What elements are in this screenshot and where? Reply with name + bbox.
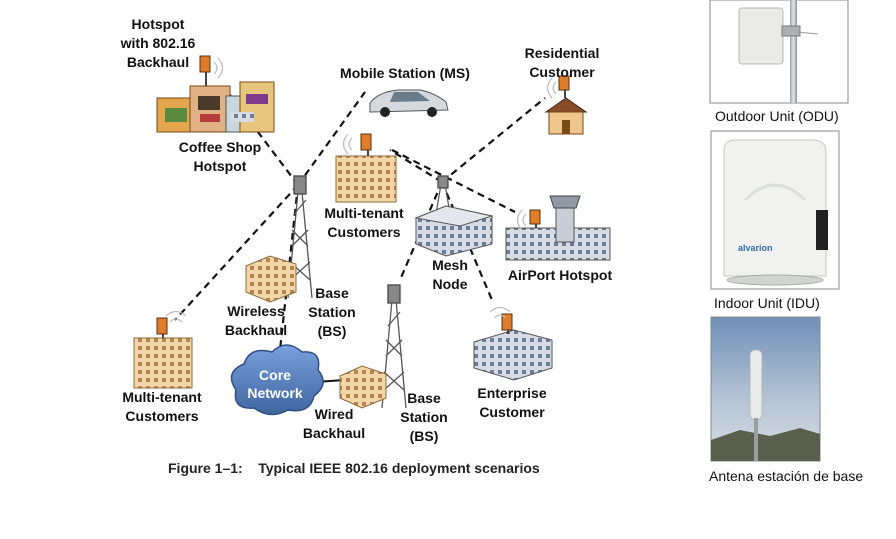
label-core-network: Core Network — [247, 367, 303, 401]
coffee-shop-building — [156, 55, 275, 133]
label-airport-hotspot: AirPort Hotspot — [507, 267, 613, 283]
label-hotspot-backhaul: Hotspot with 802.16 Backhaul — [120, 16, 196, 70]
airport-building — [505, 195, 611, 261]
idu-photo — [710, 130, 840, 290]
label-mesh-node: Mesh Node — [432, 257, 468, 292]
core-network-cloud — [230, 344, 324, 416]
odu-caption: Outdoor Unit (ODU) — [715, 108, 839, 124]
label-coffee-shop: Coffee Shop Hotspot — [178, 139, 262, 174]
idu-brand-logo: alvarion — [738, 243, 773, 253]
radio-waves — [165, 57, 557, 323]
figure-caption: Figure 1–1: Typical IEEE 802.16 deployme… — [168, 460, 540, 476]
label-residential: Residential Customer — [524, 45, 600, 80]
label-multitenant-top: Multi-tenant Customers — [324, 205, 404, 240]
label-wired-backhaul: Wired Backhaul — [302, 406, 366, 441]
label-base-station-2: Base Station (BS) — [400, 390, 448, 444]
label-multitenant-left: Multi-tenant Customers — [122, 389, 202, 424]
wireless-backhaul-building — [245, 255, 297, 303]
enterprise-building — [473, 313, 553, 381]
label-enterprise: Enterprise Customer — [477, 385, 547, 420]
car — [369, 89, 449, 117]
mesh-node-building — [414, 205, 494, 257]
odu-photo — [709, 0, 849, 104]
label-mobile-station: Mobile Station (MS) — [340, 65, 470, 81]
residential-house — [544, 75, 588, 135]
antenna-caption: Antena estación de base — [709, 468, 864, 484]
multitenant-building-left — [133, 317, 193, 389]
wired-backhaul-building — [339, 365, 387, 409]
idu-caption: Indoor Unit (IDU) — [714, 295, 820, 311]
antenna-photo — [710, 316, 821, 462]
multitenant-building-top — [335, 133, 397, 203]
label-wireless-backhaul: Wireless Backhaul — [224, 303, 288, 338]
label-base-station-1: Base Station (BS) — [308, 285, 356, 339]
